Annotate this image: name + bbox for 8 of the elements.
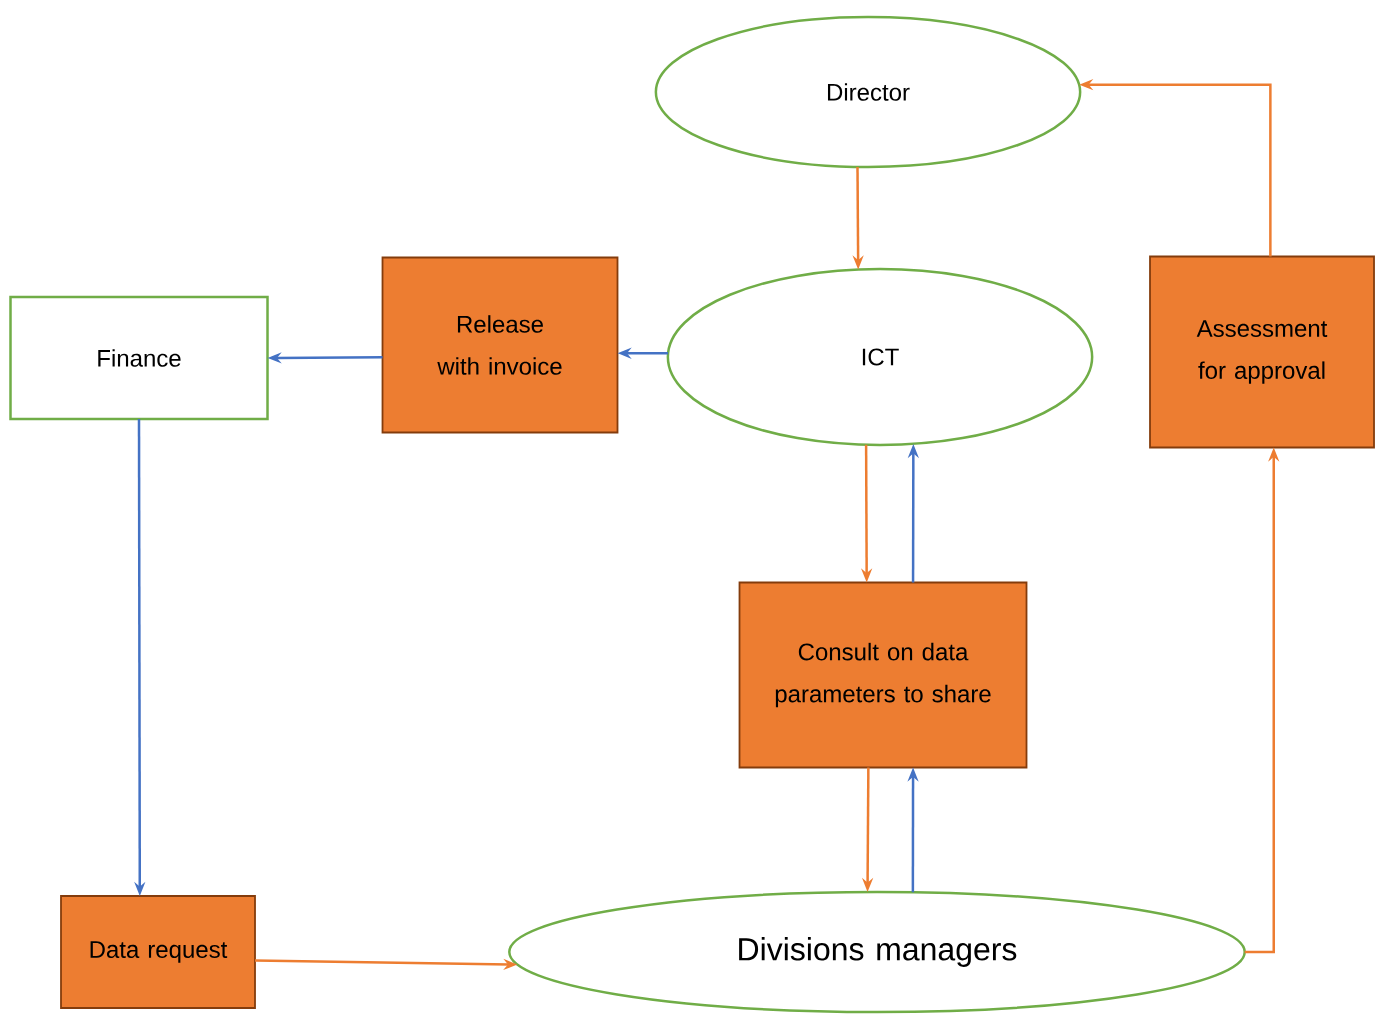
process-box: Release with invoice bbox=[381, 256, 619, 434]
ellipse-node: Director bbox=[654, 15, 1082, 169]
ellipse-node: ICT bbox=[666, 267, 1094, 447]
process-box: Finance bbox=[9, 295, 269, 421]
process-box: Assessment for approval bbox=[1149, 255, 1375, 449]
process-box: Data request bbox=[60, 895, 256, 1009]
process-box: Consult on data parameters to share bbox=[738, 581, 1028, 769]
ellipse-node: Divisions managers bbox=[508, 890, 1246, 1014]
